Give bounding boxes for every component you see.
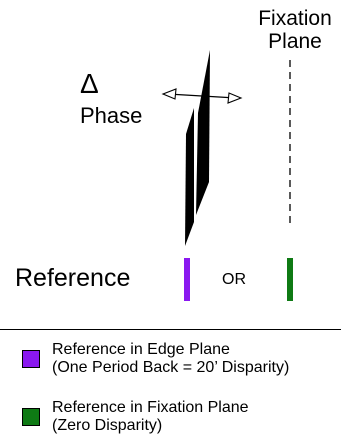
- reference-label: Reference: [15, 264, 131, 292]
- edge-plane-legend-line1: Reference in Edge Plane: [52, 341, 230, 358]
- edge-plane-legend-swatch: [22, 350, 40, 368]
- or-label: OR: [222, 271, 246, 288]
- phase-arrow-left-head: [161, 88, 177, 100]
- edge-plane-legend-line2: (One Period Back = 20’ Disparity): [52, 359, 290, 376]
- fixation-plane-legend-swatch: [22, 408, 40, 426]
- phase-label: Phase: [80, 103, 143, 128]
- edge-plane-reference-bar: [184, 258, 190, 301]
- fixation-plane-label-line2: Plane: [268, 30, 322, 53]
- fixation-plane-label: Fixation Plane: [249, 7, 341, 53]
- legend-divider: [0, 329, 341, 330]
- fixation-plane-label-line1: Fixation: [258, 7, 332, 30]
- phase-arrow-right-head: [227, 92, 243, 104]
- delta-symbol: Δ: [80, 68, 99, 99]
- fixation-plane-legend-line1: Reference in Fixation Plane: [52, 399, 249, 416]
- fixation-plane-legend-line2: (Zero Disparity): [52, 417, 163, 434]
- stimulus-plate-front: [185, 108, 194, 246]
- stimulus-plate-back: [196, 50, 210, 215]
- fixation-plane-reference-bar: [287, 258, 293, 301]
- phase-arrow: [167, 93, 237, 99]
